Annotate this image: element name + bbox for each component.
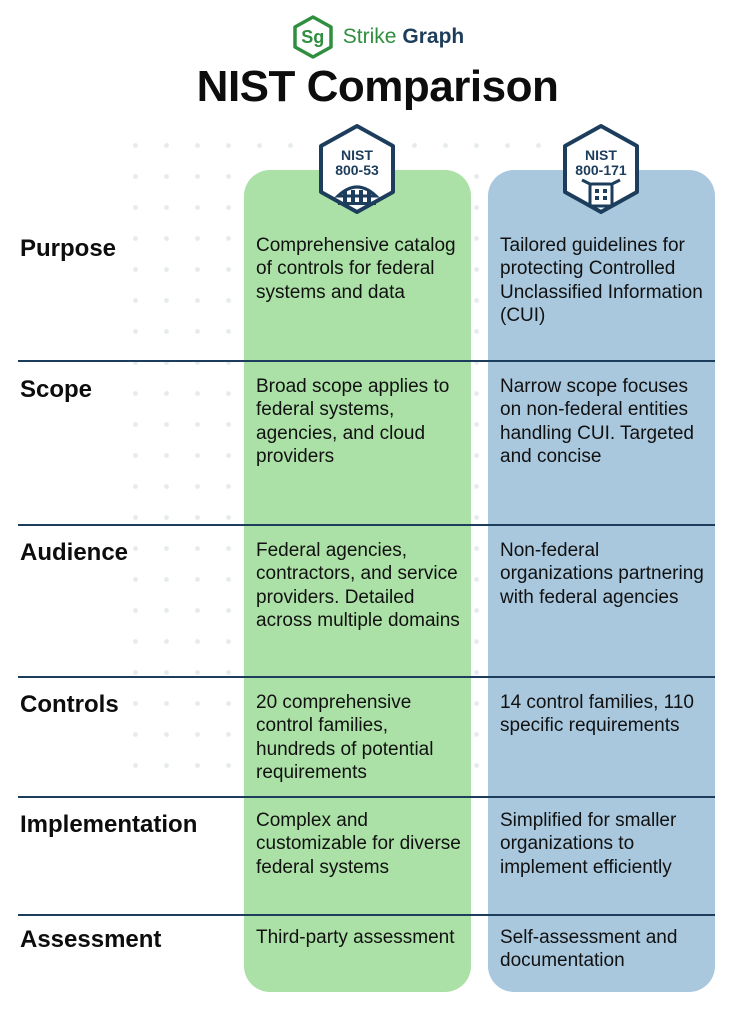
column-nist-800-53-background [244,170,471,992]
cell-assessment-nist-800-171: Self-assessment and documentation [500,927,678,972]
cell-assessment-nist-800-53: Third-party assessment [256,927,455,948]
row-label-controls: Controls [20,691,119,718]
cell-implementation-nist-800-171: Simplified for smaller organizations to … [500,810,677,878]
cell-audience-nist-800-53: Federal agencies, contractors, and servi… [256,540,460,632]
row-label-implementation: Implementation [20,811,198,838]
row-divider [18,914,715,916]
row-label-purpose: Purpose [20,235,117,262]
badge-nist-800-171: NIST 800-171 [560,122,642,216]
building-columns-icon [334,185,380,205]
brand-name-graph: Graph [402,25,465,48]
cell-implementation-nist-800-53: Complex and customizable for diverse fed… [256,810,461,878]
row-divider [18,360,715,362]
row-label-assessment: Assessment [20,926,162,953]
badge-line2: 800-171 [575,162,627,178]
row-label-scope: Scope [20,376,93,403]
cell-purpose-nist-800-53: Comprehensive catalog of controls for fe… [256,235,456,303]
hexagon-logo-icon: Sg [291,14,335,60]
cell-purpose-nist-800-171: Tailored guidelines for protecting Contr… [500,235,703,327]
badge-line1: NIST [341,147,373,163]
row-divider [18,524,715,526]
row-divider [18,676,715,678]
page-title: NIST Comparison [196,62,559,111]
cell-controls-nist-800-53: 20 comprehensive control families, hundr… [256,692,434,784]
cell-audience-nist-800-171: Non-federal organizations partnering wit… [500,540,704,608]
cell-scope-nist-800-171: Narrow scope focuses on non-federal enti… [500,376,694,468]
logo-mark-text: Sg [301,26,325,47]
row-label-audience: Audience [20,539,129,566]
building-icon [581,178,621,208]
badge-line2: 800-53 [335,162,379,178]
brand-logo: Sg Strike Graph [0,14,755,60]
badge-nist-800-53: NIST 800-53 [316,122,398,216]
cell-controls-nist-800-171: 14 control families, 110 specific requir… [500,692,694,737]
row-divider [18,796,715,798]
cell-scope-nist-800-53: Broad scope applies to federal systems, … [256,376,450,468]
brand-name-strike: Strike [342,25,397,48]
column-nist-800-171-background [488,170,715,992]
badge-line1: NIST [585,147,617,163]
